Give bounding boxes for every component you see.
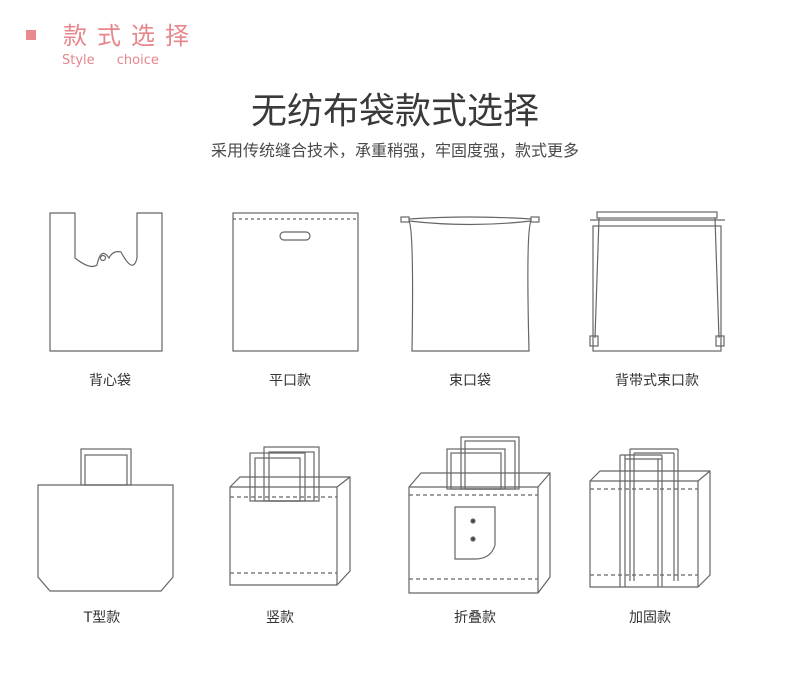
style-label-vertical: 竖款 [266, 610, 294, 626]
vertical-bag-icon [222, 445, 357, 595]
style-label-t-shape: T型款 [83, 610, 121, 626]
folding-bag-icon [405, 433, 555, 598]
flat-mouth-bag-icon [228, 210, 363, 355]
style-label-flat: 平口款 [269, 373, 311, 389]
header-title-cn: 款式选择 [63, 22, 199, 50]
style-label-vest: 背心袋 [89, 373, 131, 389]
reinforced-bag-icon [586, 445, 714, 595]
page-subtitle: 采用传统缝合技术，承重稍强，牢固度强，款式更多 [210, 141, 579, 160]
drawstring-bag-icon [398, 210, 543, 355]
vest-bag-icon [45, 210, 170, 355]
style-label-strap-drawstring: 背带式束口款 [615, 373, 699, 389]
style-label-drawstring: 束口袋 [449, 373, 491, 389]
header-title-en: Style choice [62, 53, 159, 68]
header-mark [26, 30, 36, 40]
style-label-folding: 折叠款 [454, 610, 496, 626]
style-label-reinforced: 加固款 [629, 610, 671, 626]
page-title: 无纺布袋款式选择 [250, 91, 539, 132]
t-shape-bag-icon [35, 445, 175, 595]
strap-drawstring-bag-icon [585, 208, 730, 356]
